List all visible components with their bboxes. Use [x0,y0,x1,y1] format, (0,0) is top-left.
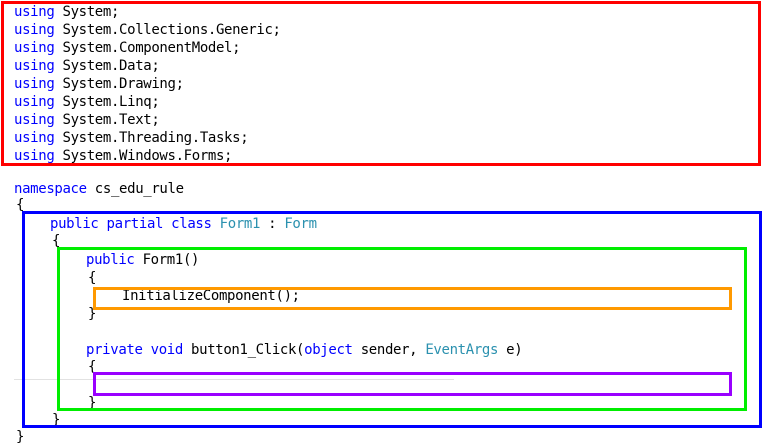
click-handler-body-highlight-frame [93,372,732,396]
using-line: using System.Drawing; [14,75,184,93]
using-namespace: System.Data; [54,58,160,74]
keyword-using: using [14,148,55,164]
keyword-using: using [14,112,55,128]
using-namespace: System.Threading.Tasks; [54,130,249,146]
keyword-using: using [14,4,55,20]
using-namespace: System; [54,4,120,20]
namespace-close-brace: } [16,429,25,445]
keyword-namespace: namespace [14,181,87,197]
class-modifiers: public partial class [50,216,212,232]
class-declaration-line: public partial class Form1 : Form [50,215,317,233]
usings-highlight-frame [1,1,761,166]
namespace-name: cs_edu_rule [86,181,184,197]
using-line: using System.ComponentModel; [14,39,241,57]
constructor-body-highlight-frame [93,287,732,310]
param-type-eventargs: EventArgs [425,342,499,358]
param-type-object: object [304,342,353,358]
constructor-name: Form1() [134,252,200,268]
using-line: using System; [14,3,119,21]
param-e: e) [498,342,523,358]
using-line: using System.Text; [14,111,160,129]
keyword-using: using [14,22,55,38]
keyword-using: using [14,58,55,74]
class-name: Form1 [219,216,261,232]
using-line: using System.Windows.Forms; [14,147,232,165]
inheritance-colon: : [260,216,285,232]
using-namespace: System.Linq; [54,94,160,110]
using-namespace: System.Collections.Generic; [54,22,281,38]
namespace-open-brace: { [16,197,25,213]
indent-guide-line [14,379,454,380]
keyword-public: public [86,252,135,268]
constructor-close-brace: } [88,306,97,322]
base-class-name: Form [284,216,317,232]
initialize-component-call: InitializeComponent(); [122,288,300,304]
keyword-using: using [14,130,55,146]
using-line: using System.Collections.Generic; [14,21,281,39]
using-namespace: System.Drawing; [54,76,184,92]
class-open-brace: { [52,233,61,249]
keyword-using: using [14,94,55,110]
using-namespace: System.Text; [54,112,160,128]
constructor-open-brace: { [88,270,97,286]
using-namespace: System.Windows.Forms; [54,148,233,164]
using-line: using System.Data; [14,57,160,75]
using-line: using System.Linq; [14,93,160,111]
click-handler-close-brace: } [88,395,97,411]
keyword-using: using [14,40,55,56]
using-namespace: System.ComponentModel; [54,40,241,56]
click-handler-open-brace: { [88,359,97,375]
method-highlight-frame [57,247,747,411]
namespace-line: namespace cs_edu_rule [14,180,184,198]
using-line: using System.Threading.Tasks; [14,129,249,147]
param-sender: sender, [352,342,426,358]
keyword-using: using [14,76,55,92]
class-highlight-frame [22,211,762,428]
constructor-declaration-line: public Form1() [86,251,199,269]
method-name: button1_Click( [182,342,305,358]
click-handler-declaration-line: private void button1_Click(object sender… [86,341,523,359]
method-modifiers: private void [86,342,183,358]
class-close-brace: } [52,412,61,428]
